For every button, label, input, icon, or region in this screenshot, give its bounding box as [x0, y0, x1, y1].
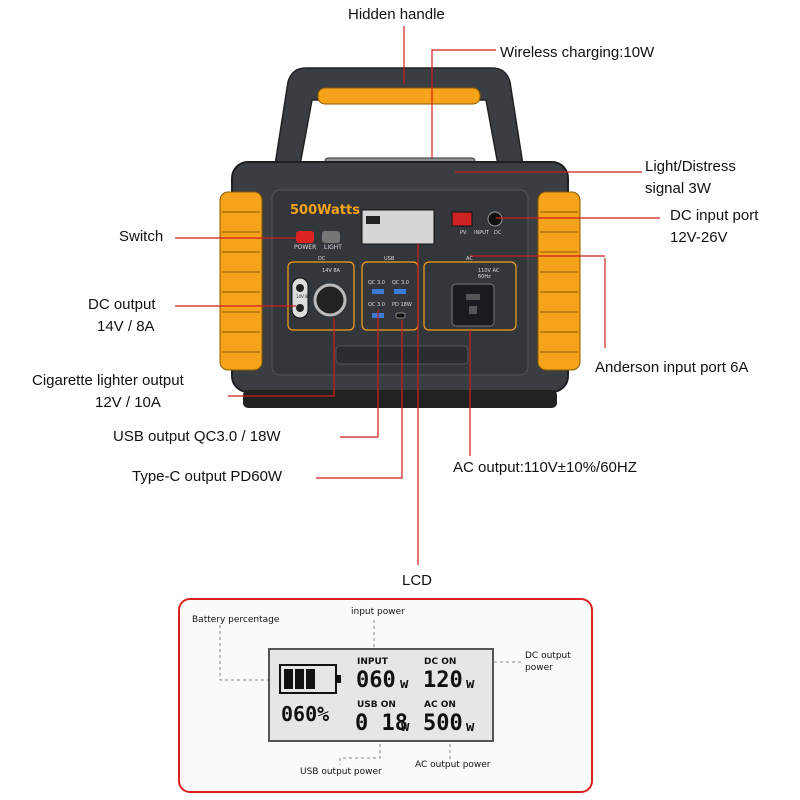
lcd-detail-screen — [268, 648, 494, 742]
label-dc-output-2: 14V / 8A — [97, 318, 155, 335]
label-anderson: Anderson input port 6A — [595, 359, 749, 376]
label-dc-output-power-1: DC output — [525, 651, 571, 661]
label-dc-input-2: 12V-26V — [670, 229, 728, 246]
right-bumper — [537, 191, 581, 371]
qc-port-1 — [372, 289, 384, 294]
dc-panel-text: 14V 8A — [296, 294, 311, 299]
lcd-input-title: INPUT — [357, 657, 388, 667]
pv-port — [451, 211, 473, 227]
lcd-usb-value: 0 18 — [355, 711, 408, 736]
ac-socket — [451, 283, 495, 327]
label-dc-output-1: DC output — [88, 296, 156, 313]
light-label: LIGHT — [324, 244, 342, 251]
light-button-shape — [322, 231, 340, 243]
cig-text: 14V 8A — [322, 268, 340, 274]
lcd-dc-value: 120 — [423, 668, 463, 693]
device-lcd — [361, 209, 435, 245]
leader-lines — [175, 26, 660, 565]
lcd-usb-unit: w — [401, 719, 410, 735]
lcd-dc-title: DC ON — [424, 657, 457, 667]
typec-port — [395, 312, 406, 319]
lcd-dc-unit: w — [466, 676, 475, 692]
lcd-ac-unit: w — [466, 719, 475, 735]
lcd-ac-title: AC ON — [424, 700, 456, 710]
cigarette-socket — [313, 283, 347, 317]
label-usb-output: USB output QC3.0 / 18W — [113, 428, 281, 445]
dc-module — [287, 261, 355, 331]
label-typec-output: Type-C output PD60W — [132, 468, 283, 485]
dc-tag: DC — [318, 256, 326, 262]
qc-label-2: QC 3.0 — [392, 280, 409, 286]
label-lcd: LCD — [402, 572, 433, 589]
label-ac-output-power: AC output power — [415, 760, 491, 770]
handle-grip — [317, 87, 481, 105]
ac-panel-text: 110V AC 60Hz — [478, 268, 500, 280]
qc-label-3: QC 3.0 — [368, 302, 385, 308]
label-light-2: signal 3W — [645, 180, 711, 197]
label-input-power: input power — [351, 607, 405, 617]
ac-tag: AC — [466, 256, 473, 262]
lcd-input-unit: w — [400, 676, 409, 692]
device-base — [243, 390, 557, 408]
label-light-1: Light/Distress — [645, 158, 736, 175]
label-wireless-charging: Wireless charging:10W — [500, 44, 655, 61]
label-hidden-handle: Hidden handle — [348, 6, 445, 23]
dc-in-label: DC — [494, 230, 502, 236]
power-button-shape — [296, 231, 314, 243]
pv-label: PV — [460, 230, 467, 236]
left-bumper — [219, 191, 263, 371]
handle-shape — [274, 67, 524, 166]
lcd-ac-value: 500 — [423, 711, 463, 736]
brand-logo: 500Watts — [290, 203, 360, 218]
qc-port-2 — [394, 289, 406, 294]
dc-input-port — [487, 211, 503, 227]
label-cigarette-2: 12V / 10A — [95, 394, 161, 411]
battery-value: 060% — [281, 702, 330, 726]
device-illustration — [175, 26, 660, 565]
label-battery-percentage: Battery percentage — [192, 615, 280, 625]
power-label: POWER — [294, 244, 317, 251]
pd-label: PD 18W — [392, 302, 412, 308]
label-ac-output: AC output:110V±10%/60HZ — [453, 459, 637, 476]
qc-label-1: QC 3.0 — [368, 280, 385, 286]
input-label: INPUT — [474, 230, 489, 236]
lcd-usb-title: USB ON — [357, 700, 396, 710]
battery-icon — [279, 664, 341, 694]
label-dc-input-1: DC input port — [670, 207, 759, 224]
label-usb-output-power: USB output power — [300, 767, 382, 777]
label-switch: Switch — [119, 228, 164, 245]
label-dc-output-power-2: power — [525, 663, 553, 673]
usb-tag: USB — [384, 256, 395, 262]
lcd-input-value: 060 — [356, 668, 396, 693]
label-cigarette-1: Cigarette lighter output — [32, 372, 184, 389]
